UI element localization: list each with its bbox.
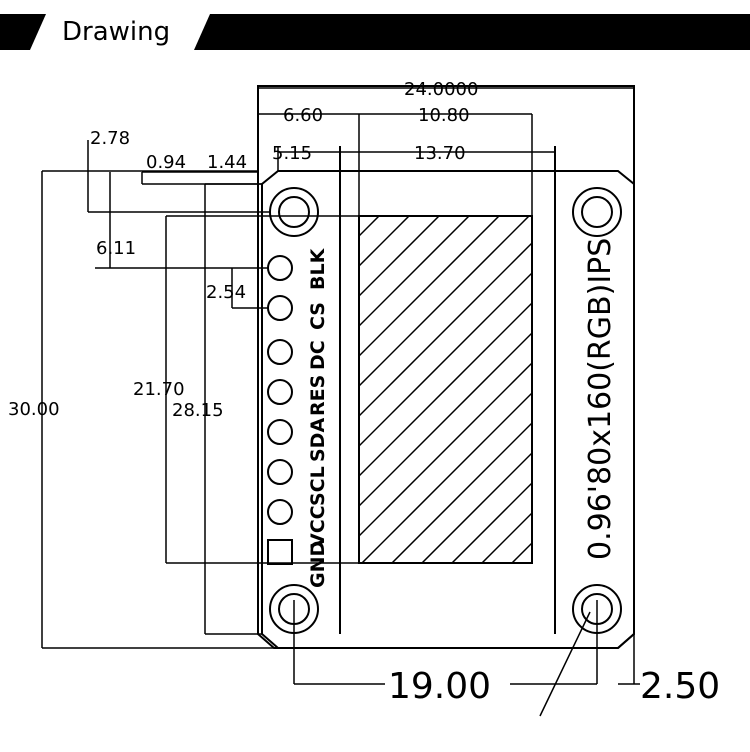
dim-13-70: 13.70 bbox=[414, 143, 466, 164]
dim-21-70: 21.70 bbox=[133, 379, 185, 400]
pin-label-res: RES bbox=[307, 375, 329, 416]
pin-label-sda: SDA bbox=[307, 418, 329, 462]
pin-label-blk: BLK bbox=[307, 247, 329, 290]
dim-10-80: 10.80 bbox=[418, 105, 470, 126]
display-outline bbox=[261, 170, 635, 649]
pin-pad bbox=[267, 379, 293, 405]
pin-pad-square bbox=[267, 539, 293, 565]
dim-30-00: 30.00 bbox=[8, 399, 60, 420]
pin-pad bbox=[267, 339, 293, 365]
dim-overall-width: 24.0000 bbox=[404, 79, 478, 100]
dim-5-15: 5.15 bbox=[272, 143, 312, 164]
pin-label-scl: SCL bbox=[307, 466, 329, 506]
dim-2-54: 2.54 bbox=[206, 282, 246, 303]
pin-label-vcc: VCC bbox=[307, 505, 329, 548]
pin-label-gnd: GND bbox=[307, 541, 329, 588]
pin-label-dc: DC bbox=[307, 340, 329, 370]
pin-pad bbox=[267, 295, 293, 321]
mount-hole-top-left bbox=[269, 187, 319, 237]
dim-1-44: 1.44 bbox=[207, 152, 247, 173]
dim-19-00: 19.00 bbox=[388, 666, 491, 707]
pin-pad bbox=[267, 499, 293, 525]
dim-28-15: 28.15 bbox=[172, 400, 224, 421]
header-tab bbox=[30, 14, 210, 50]
lcd-active-area bbox=[358, 215, 533, 564]
pin-pad bbox=[267, 255, 293, 281]
pin-pad bbox=[267, 459, 293, 485]
dim-6-60: 6.60 bbox=[283, 105, 323, 126]
pin-label-cs: CS bbox=[307, 302, 329, 330]
mount-hole-top-right bbox=[572, 187, 622, 237]
dim-2-78: 2.78 bbox=[90, 128, 130, 149]
lcd-hatching bbox=[359, 216, 532, 563]
product-label: 0.96'80x160(RGB)IPS bbox=[583, 238, 618, 560]
dim-2-50: 2.50 bbox=[640, 666, 720, 707]
dim-6-11: 6.11 bbox=[96, 238, 136, 259]
dim-0-94: 0.94 bbox=[146, 152, 186, 173]
pin-pad bbox=[267, 419, 293, 445]
page-title: Drawing bbox=[62, 17, 171, 47]
